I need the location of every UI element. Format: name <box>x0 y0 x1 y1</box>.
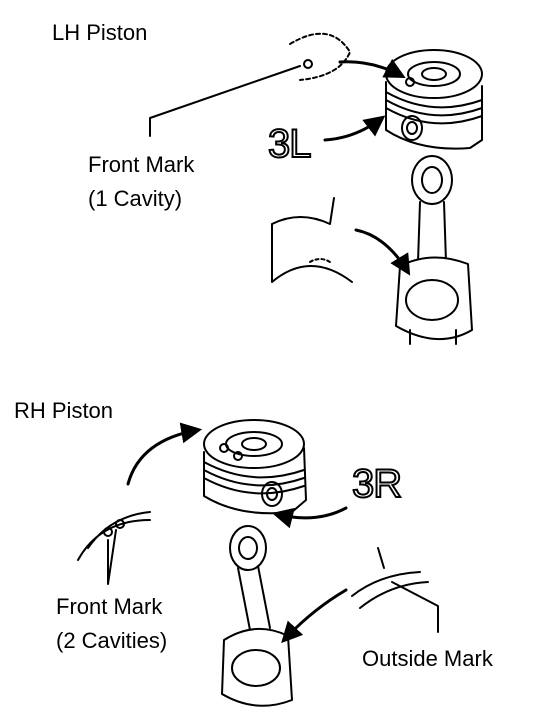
lh-connecting-rod <box>395 155 473 345</box>
lh-cavity-note: (1 Cavity) <box>88 186 183 211</box>
rh-outside-mark-label: Outside Mark <box>362 646 493 671</box>
rh-outside-mark-leader <box>391 581 439 633</box>
rh-piston-title: RH Piston <box>14 398 114 423</box>
rh-outside-mark-detail <box>351 547 429 609</box>
rh-cavity-note: (2 Cavities) <box>56 628 168 653</box>
rh-arrow-top <box>126 422 203 486</box>
rh-front-mark-label: Front Mark <box>56 594 163 619</box>
lh-rod-detail <box>271 197 353 283</box>
lh-arrow-code <box>323 115 386 142</box>
lh-piston-code: 3L <box>267 122 312 166</box>
rh-connecting-rod <box>221 525 293 707</box>
lh-piston-title: LH Piston <box>52 20 148 45</box>
rh-piston-code: 3R <box>351 462 403 506</box>
lh-arrow-rod <box>354 228 411 276</box>
lh-front-mark-detail <box>289 32 351 81</box>
rh-piston <box>203 419 307 515</box>
lh-piston <box>385 49 483 150</box>
lh-arrow-top <box>338 58 406 78</box>
rh-front-mark-detail <box>77 511 151 561</box>
rh-front-mark-leader <box>107 529 117 585</box>
lh-front-mark-label: Front Mark <box>88 152 195 177</box>
rh-arrow-code <box>271 506 348 529</box>
lh-front-mark-leader <box>149 65 301 137</box>
rh-arrow-rod <box>281 588 348 644</box>
